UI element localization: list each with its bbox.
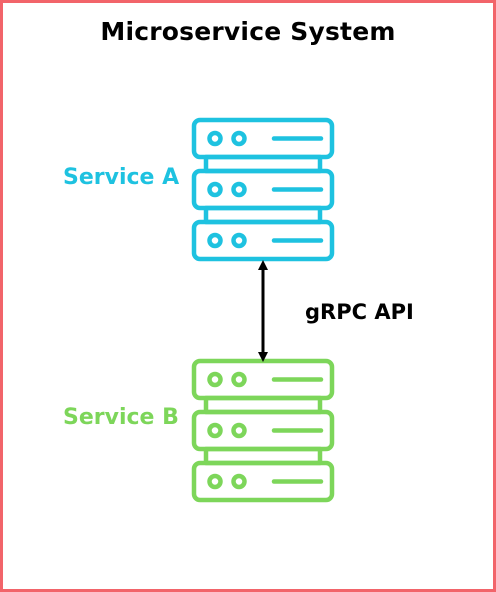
server-unit [191, 219, 335, 262]
server-led [207, 371, 223, 388]
diagram-canvas [191, 117, 335, 503]
server-led [231, 473, 247, 490]
server-led [231, 422, 247, 439]
server-led [231, 181, 247, 198]
service-a-label: Service A [63, 165, 180, 190]
server-rack-icon [191, 358, 335, 503]
server-led [231, 130, 247, 147]
server-led [231, 371, 247, 388]
service-b-label: Service B [63, 405, 179, 430]
server-led [207, 422, 223, 439]
server-unit [191, 460, 335, 503]
server-led [207, 232, 223, 249]
server-led [231, 232, 247, 249]
server-led [207, 473, 223, 490]
server-rack-icon [191, 117, 335, 262]
server-led [207, 130, 223, 147]
diagram-title: Microservice System [100, 17, 396, 46]
server-led [207, 181, 223, 198]
connection-label: gRPC API [305, 300, 414, 324]
